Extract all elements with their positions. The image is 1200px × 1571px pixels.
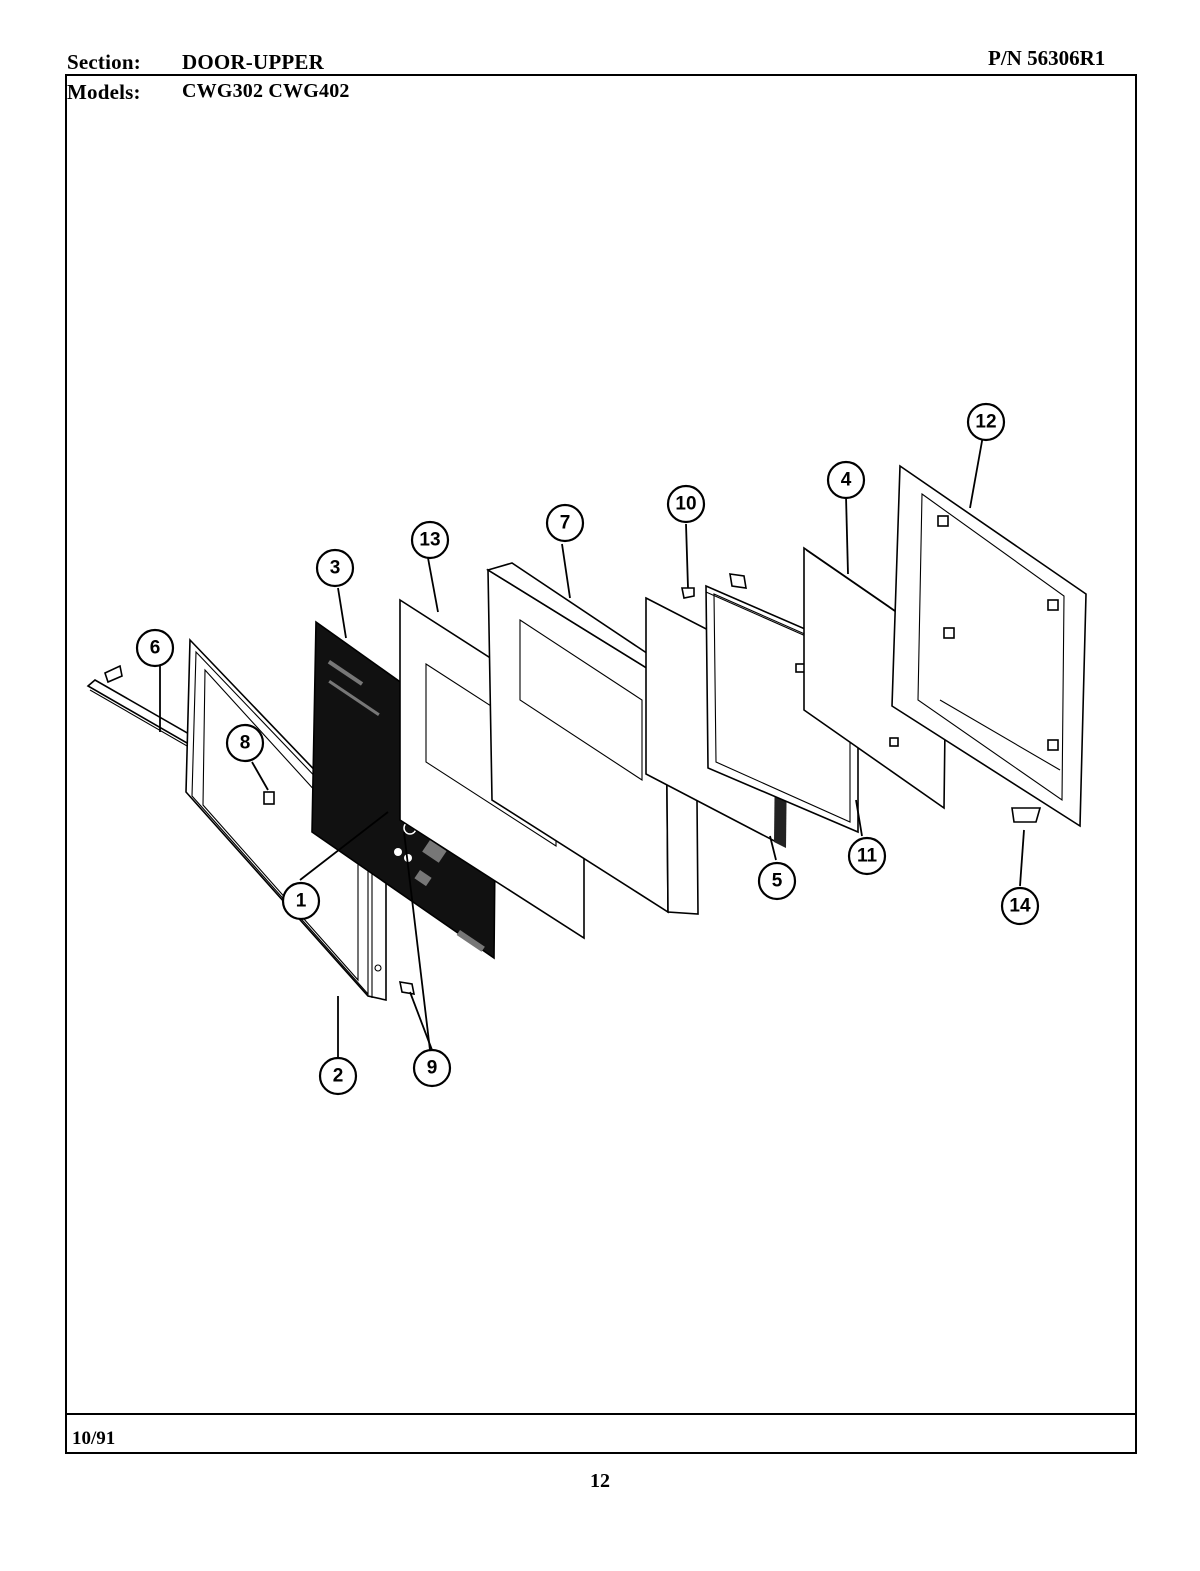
svg-text:1: 1 xyxy=(296,891,307,912)
svg-text:6: 6 xyxy=(150,638,161,659)
part-spring-8 xyxy=(263,791,275,805)
svg-text:8: 8 xyxy=(240,733,251,754)
callout-12: 12 xyxy=(966,402,1006,442)
svg-text:9: 9 xyxy=(427,1058,438,1079)
svg-text:4: 4 xyxy=(841,470,852,491)
part-door-liner xyxy=(486,562,699,915)
part-screw-9 xyxy=(398,981,416,995)
section-label: Section: xyxy=(67,50,141,74)
callout-14: 14 xyxy=(1000,886,1040,926)
leader-lines xyxy=(159,429,1025,1058)
models-label: Models: xyxy=(67,80,141,104)
callout-3: 3 xyxy=(315,548,355,588)
svg-text:5: 5 xyxy=(772,871,783,892)
svg-text:7: 7 xyxy=(560,513,571,534)
diagram-frame xyxy=(65,74,1137,1454)
callout-10: 10 xyxy=(666,484,706,524)
models-value: CWG302 CWG402 xyxy=(182,80,350,102)
callout-7: 7 xyxy=(545,503,585,543)
section-value: DOOR-UPPER xyxy=(182,50,324,74)
svg-text:12: 12 xyxy=(975,412,996,433)
callout-1: 1 xyxy=(281,881,321,921)
callout-13: 13 xyxy=(410,520,450,560)
svg-text:3: 3 xyxy=(330,558,341,579)
callout-2: 2 xyxy=(318,1056,358,1096)
callout-4: 4 xyxy=(826,460,866,500)
page-number: 12 xyxy=(590,1470,610,1492)
svg-text:11: 11 xyxy=(857,846,878,867)
callout-6: 6 xyxy=(135,628,175,668)
svg-text:14: 14 xyxy=(1009,896,1031,917)
callout-11: 11 xyxy=(847,836,887,876)
callout-9: 9 xyxy=(412,1048,452,1088)
callout-8: 8 xyxy=(225,723,265,763)
callout-5: 5 xyxy=(757,861,797,901)
svg-text:10: 10 xyxy=(675,494,696,515)
part-inner-door-panel xyxy=(891,464,1087,828)
part-screw-10 xyxy=(681,587,695,599)
footer-divider xyxy=(65,1413,1137,1415)
svg-text:13: 13 xyxy=(419,530,440,551)
svg-text:2: 2 xyxy=(333,1066,344,1087)
revision-date: 10/91 xyxy=(72,1428,116,1449)
part-number: P/N 56306R1 xyxy=(988,46,1106,70)
